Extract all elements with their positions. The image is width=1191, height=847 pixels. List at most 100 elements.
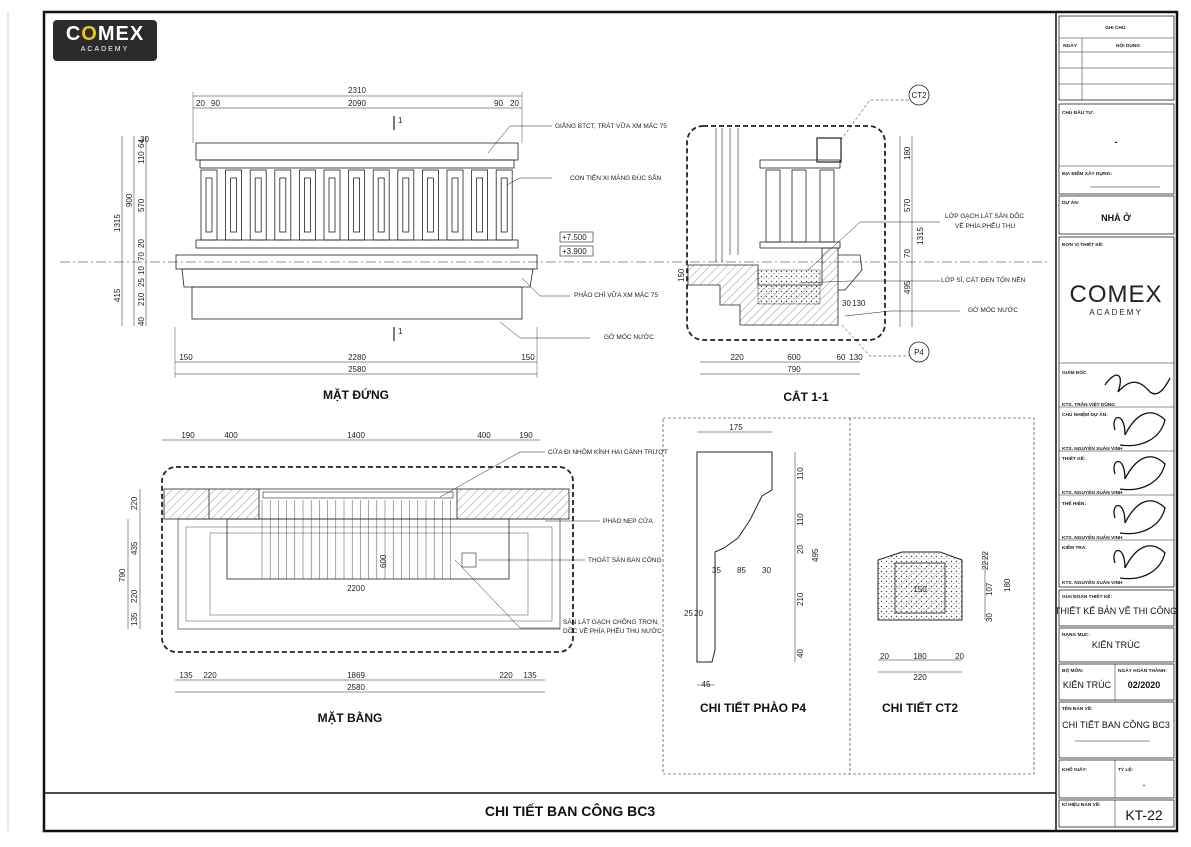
p4-dim: 20: [796, 545, 805, 554]
elevation-dim-bottom-total: 2580: [348, 365, 366, 374]
section-note: LỚP SỈ, CÁT ĐEN TÔN NỀN: [941, 274, 1026, 284]
tb-notes-title: GHI CHÚ:: [1105, 24, 1127, 31]
elevation-note: CON TIỆN XI MĂNG ĐÚC SẴN: [570, 173, 662, 182]
baluster: [200, 169, 218, 241]
ct2-dim: 30: [985, 613, 994, 622]
baluster-core: [353, 177, 361, 233]
baluster: [372, 169, 390, 241]
baluster-core: [230, 177, 238, 233]
p4-dim: 110: [796, 513, 805, 526]
section-dim-right: 1315: [916, 227, 925, 245]
p4-dim: 175: [729, 423, 743, 432]
elevation-dim-left: 25: [137, 278, 146, 287]
ct2-dim: 180: [913, 652, 927, 661]
p4-dim: 25: [684, 609, 693, 618]
tb-draw-label: THỂ HIỆN:: [1062, 499, 1086, 507]
signatures: [1104, 374, 1171, 580]
section-dim-bottom-total: 790: [787, 365, 801, 374]
elevation-dim-top: 2090: [348, 99, 366, 108]
plan-dim-left: 135: [130, 612, 139, 626]
plan-dim-inner: 600: [379, 554, 388, 568]
tb-dwg-value: CHI TIẾT BAN CÔNG BC3: [1062, 720, 1170, 730]
tb-project-label: DỰ ÁN:: [1062, 199, 1080, 206]
section-mark-label: 1: [398, 327, 403, 336]
tb-lead-label: CHỦ NHIỆM DỰ ÁN:: [1062, 410, 1108, 418]
baluster: [298, 169, 316, 241]
section-dim-bottom: 600: [787, 353, 801, 362]
company-logo: COMEX ACADEMY: [53, 20, 157, 61]
elevation-title: MẶT ĐỨNG: [323, 387, 389, 402]
elevation-note: GIẰNG BTCT, TRÁT VỮA XM MÁC 75: [555, 121, 667, 130]
baluster: [471, 169, 489, 241]
detail-panels: [662, 417, 1035, 775]
p4-dim: 20: [694, 609, 703, 618]
baluster-core: [303, 177, 311, 233]
plan-drawing: [127, 439, 600, 693]
p4-dim: 40: [796, 649, 805, 658]
elevation-dim-top: 90: [211, 99, 220, 108]
plan-dim-left: 220: [130, 589, 139, 603]
section-dim-right: 70: [903, 249, 912, 258]
section-tag-ct2: CT2: [911, 91, 927, 100]
tb-dwg-label: TÊN BẢN VẼ:: [1062, 704, 1093, 712]
tb-code-label: KÍ HIỆU BẢN VẼ:: [1062, 800, 1101, 808]
plan-dim-bottom: 135: [179, 671, 193, 680]
baluster-core: [500, 177, 508, 233]
elevation-dim-top: 20: [196, 99, 205, 108]
plan-note: PHÀO NẸP CỬA: [603, 516, 654, 525]
elevation-dim-left: 570: [137, 198, 146, 212]
plan-dim-bottom: 220: [499, 671, 513, 680]
plan-dim-bottom-total: 2580: [347, 683, 365, 692]
section-mark-label: 1: [398, 116, 403, 125]
titleblock-logo: COMEX ACADEMY: [1069, 281, 1163, 318]
section-dim-small: 130: [852, 299, 866, 308]
tb-owner-label: CHỦ ĐẦU TƯ:: [1062, 109, 1094, 116]
elevation-dim-left: 30: [140, 135, 149, 144]
baluster-core: [451, 177, 459, 233]
ct2-dim: 107: [985, 582, 994, 596]
tb-director-name: KTS. TRẦN VIỆT DŨNG: [1062, 400, 1115, 408]
plan-note: CỬA ĐI NHÔM KÍNH HAI CÁNH TRƯỢT: [548, 447, 668, 456]
section-dim-left: 150: [677, 268, 686, 282]
section-dim-small: 30: [842, 299, 851, 308]
tb-director-label: GIÁM ĐỐC: [1062, 369, 1087, 376]
signature-lead: [1113, 412, 1166, 447]
sheet-border: [42, 10, 1179, 833]
baluster: [495, 169, 513, 241]
signature-draw: [1113, 500, 1166, 535]
elevation-dim-left: 64: [137, 139, 146, 148]
tb-project-value: NHÀ Ở: [1101, 212, 1131, 223]
sheet-title: CHI TIẾT BAN CÔNG BC3: [485, 802, 656, 819]
baluster-core: [426, 177, 434, 233]
baluster-core: [402, 177, 410, 233]
ct2-dim: 22: [981, 551, 990, 560]
p4-dim: 110: [796, 467, 805, 480]
plan-title: MẶT BẰNG: [318, 710, 383, 725]
ct2-dim: 180: [1003, 578, 1012, 592]
titleblock: [1058, 15, 1175, 828]
tb-scale-label: TỶ LỆ:: [1118, 765, 1134, 773]
plan-note: DỐC VỀ PHÍA PHỄU THU NƯỚC: [563, 625, 662, 635]
ct2-dim: 220: [913, 673, 927, 682]
elevation-dim-left: 415: [113, 288, 122, 302]
tb-col-date: NGÀY: [1063, 42, 1078, 49]
plan-dim-bottom: 135: [523, 671, 537, 680]
tb-check-label: KIỂM TRA:: [1062, 544, 1087, 551]
tb-category-label: HẠNG MỤC:: [1062, 632, 1090, 638]
section-dim-right: 495: [903, 280, 912, 294]
p4-dim: 35: [712, 566, 721, 575]
p4-title: CHI TIẾT PHÀO P4: [700, 700, 806, 715]
elevation-dim-bottom: 150: [521, 353, 535, 362]
baluster: [446, 169, 464, 241]
elevation-dim-top: 20: [510, 99, 519, 108]
tb-owner-value: -: [1115, 137, 1118, 147]
baluster-core: [476, 177, 484, 233]
tb-check-name: KTS. NGUYỄN XUÂN VINH: [1062, 579, 1123, 586]
plan-dim-left: 220: [130, 496, 139, 510]
tb-date-value: 02/2020: [1128, 680, 1161, 690]
tb-design-label: THIẾT KẾ:: [1062, 455, 1086, 462]
tb-scale-value: -: [1143, 780, 1146, 790]
tb-designer-label: ĐƠN VỊ THIẾT KẾ:: [1062, 241, 1104, 248]
ct2-dim: 22: [981, 561, 990, 570]
